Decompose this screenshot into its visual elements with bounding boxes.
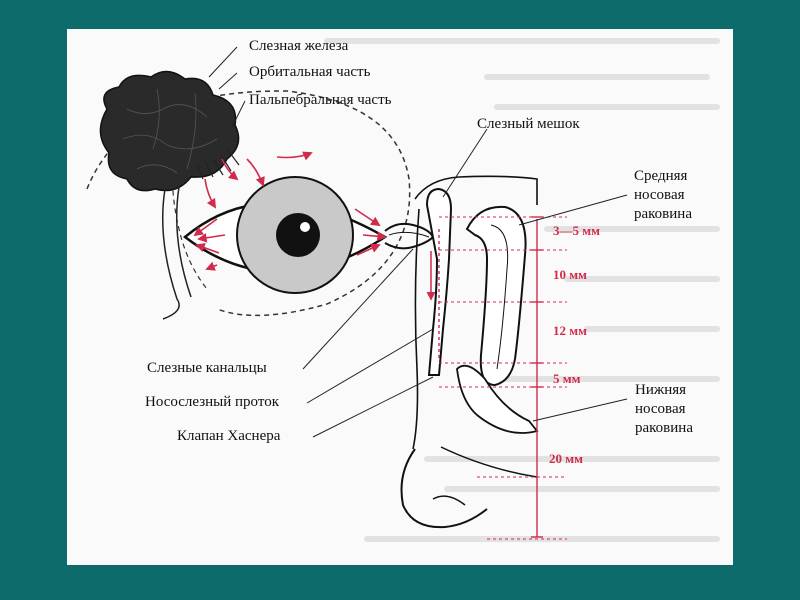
- nasal-floor: [440, 446, 538, 478]
- canaliculi-shape: [384, 222, 434, 250]
- measurement-3-5mm: 3—5 мм: [553, 223, 600, 238]
- label-inferior-turbinate-3: раковина: [635, 420, 693, 436]
- nose-profile: [400, 448, 488, 529]
- label-inferior-turbinate-2: носовая: [635, 401, 686, 417]
- measurement-5mm: 5 мм: [553, 371, 581, 386]
- middle-turbinate-inner: [490, 224, 509, 370]
- nasal-wall-outer: [414, 175, 538, 205]
- label-canaliculi: Слезные канальцы: [147, 360, 267, 376]
- orbit-outline-lower: [171, 136, 208, 290]
- pupil: [276, 213, 320, 257]
- measurement-10mm: 10 мм: [553, 267, 587, 282]
- upper-duct-lines-2: [175, 186, 192, 298]
- background-text-lines: [324, 38, 720, 542]
- label-orbital-part: Орбитальная часть: [249, 64, 371, 80]
- leader-lines: [208, 46, 628, 438]
- upper-duct-lines: [161, 188, 180, 320]
- label-lacrimal-sac: Слезный мешок: [477, 116, 580, 132]
- label-palpebral-part: Пальпебральная часть: [249, 92, 392, 108]
- label-hasner-valve: Клапан Хаснера: [177, 428, 281, 444]
- dimension-line: [531, 216, 543, 538]
- nostril: [432, 495, 466, 506]
- nasal-septum-line: [412, 208, 420, 450]
- lacrimal-system-diagram: [86, 38, 720, 542]
- middle-turbinate-shape: [465, 205, 527, 387]
- measure-guides: [439, 216, 567, 540]
- label-inferior-turbinate-1: Нижняя: [635, 382, 687, 398]
- measurement-20mm: 20 мм: [549, 451, 583, 466]
- label-middle-turbinate-3: раковина: [634, 206, 692, 222]
- slide-panel: Слезная железа Орбитальная часть Пальпеб…: [67, 29, 733, 565]
- gland-ducts: [196, 148, 240, 180]
- measurement-12mm: 12 мм: [553, 323, 587, 338]
- label-lacrimal-gland: Слезная железа: [249, 38, 349, 54]
- lacrimal-gland-shape: [99, 70, 240, 192]
- label-middle-turbinate-2: носовая: [634, 187, 685, 203]
- pupil-highlight: [300, 222, 310, 232]
- label-nasolacrimal-duct: Носослезный проток: [145, 394, 280, 410]
- tear-flow-arrows: [193, 151, 387, 271]
- gland-texture: [122, 88, 218, 174]
- label-middle-turbinate-1: Средняя: [634, 168, 688, 184]
- lacrimal-sac-shape: [425, 187, 453, 376]
